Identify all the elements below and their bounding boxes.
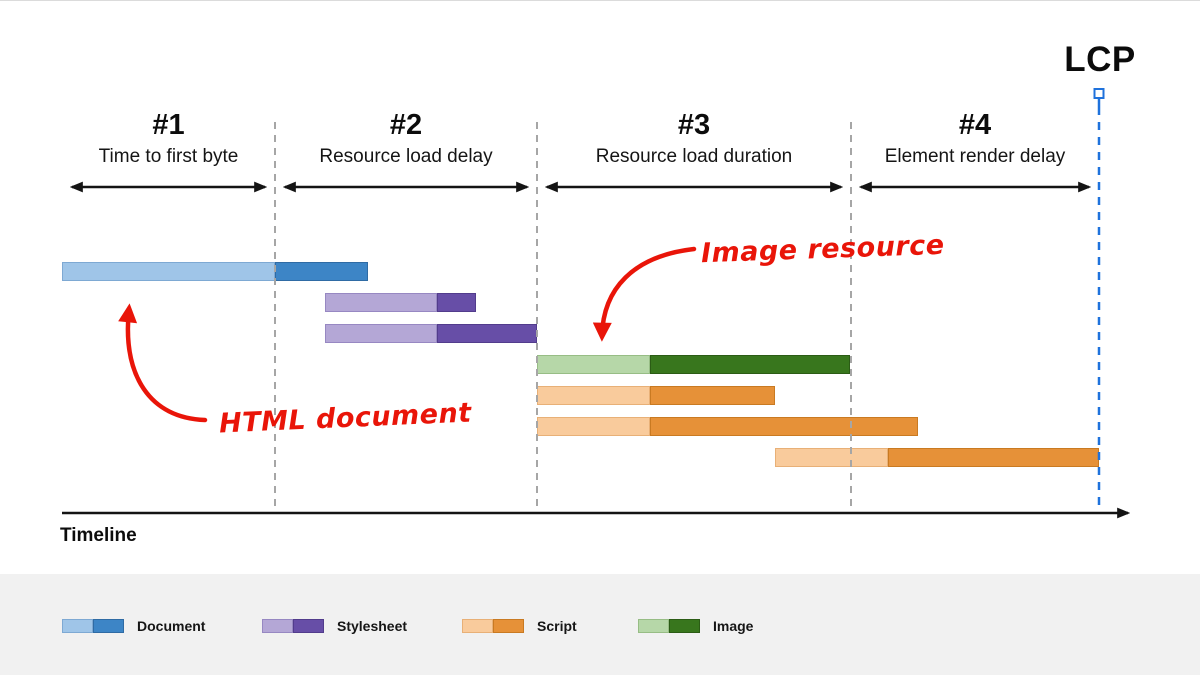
gantt-bar-script-light-segment xyxy=(537,417,650,436)
phase-number: #2 xyxy=(389,109,423,141)
gantt-bar-script-dark-segment xyxy=(650,386,775,405)
legend-swatch-dark xyxy=(93,619,124,633)
top-edge-divider xyxy=(0,0,1200,1)
annotation-image-resource: Image resource xyxy=(700,229,946,270)
legend-label: Image xyxy=(713,618,754,634)
gantt-bar-stylesheet-light-segment xyxy=(325,324,437,343)
legend-swatch-dark xyxy=(493,619,524,633)
gantt-bar-stylesheet-dark-segment xyxy=(437,324,537,343)
phase-label: Time to first byte xyxy=(98,146,239,167)
gantt-bar-image-light-segment xyxy=(537,355,650,374)
gantt-bar-script-dark-segment xyxy=(650,417,918,436)
gantt-bar-script-dark-segment xyxy=(888,448,1099,467)
legend-swatch-dark xyxy=(669,619,700,633)
legend-swatch-light xyxy=(462,619,493,633)
annotation-html-document: HTML document xyxy=(218,397,473,440)
gantt-bar-image-dark-segment xyxy=(650,355,850,374)
lcp-title: LCP xyxy=(1064,40,1136,79)
timeline-label: Timeline xyxy=(60,525,137,546)
legend-swatch-light xyxy=(638,619,669,633)
phase-number: #3 xyxy=(677,109,711,141)
phase-number: #1 xyxy=(152,109,185,141)
legend-swatch-light xyxy=(62,619,93,633)
gantt-bar-script-light-segment xyxy=(537,386,650,405)
gantt-bar-document-dark-segment xyxy=(275,262,368,281)
phase-label: Resource load duration xyxy=(595,146,793,167)
phase-number: #4 xyxy=(958,109,992,141)
legend: Document Stylesheet Script Image xyxy=(0,574,1200,675)
annotation-arrow-image-resource xyxy=(592,246,697,342)
legend-label: Document xyxy=(137,618,206,634)
gantt-bar-stylesheet-light-segment xyxy=(325,293,437,312)
annotation-arrow-html-document xyxy=(118,303,208,423)
phase-label: Element render delay xyxy=(884,146,1066,167)
legend-label: Stylesheet xyxy=(337,618,408,634)
legend-swatch-dark xyxy=(293,619,324,633)
phase-label: Resource load delay xyxy=(319,146,493,167)
legend-label: Script xyxy=(537,618,577,634)
gantt-bar-document-light-segment xyxy=(62,262,275,281)
legend-swatch-light xyxy=(262,619,293,633)
gantt-bar-script-light-segment xyxy=(775,448,888,467)
lcp-marker-pin xyxy=(1093,88,1105,99)
gantt-bar-stylesheet-dark-segment xyxy=(437,293,476,312)
